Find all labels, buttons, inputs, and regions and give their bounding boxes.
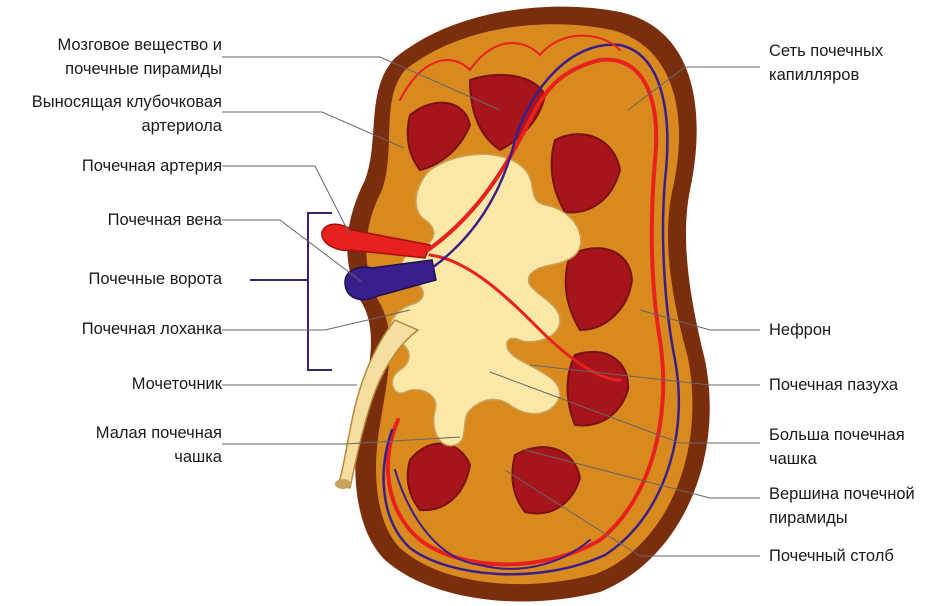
renal-pelvis	[388, 153, 582, 447]
vessel-loops-bottom	[394, 469, 591, 570]
label-minor-calyx: Малая почечная чашка	[95, 424, 222, 466]
label-renal-papilla: Вершина почечной пирамиды	[769, 485, 915, 527]
label-ureter: Мочеточник	[131, 375, 222, 393]
ureter-opening	[335, 479, 351, 489]
leader-lines	[222, 56, 760, 557]
label-nephron: Нефрон	[769, 321, 832, 339]
artery-branch-arc	[385, 57, 666, 567]
leader-medulla	[222, 56, 501, 111]
leader-efferent	[222, 111, 405, 149]
leader-pelvis	[222, 309, 411, 331]
label-renal-sinus: Почечная пазуха	[769, 376, 899, 394]
leader-artery	[222, 165, 351, 236]
leader-papilla	[524, 449, 760, 499]
leader-minor-calyx	[222, 436, 461, 445]
label-renal-hilum: Почечные ворота	[88, 270, 222, 288]
artery-branch-inner	[428, 253, 622, 382]
leader-sinus	[529, 364, 760, 386]
pyramid-right-middle	[564, 247, 634, 332]
pyramid-upper-right	[550, 133, 622, 214]
label-major-calyx: Больша почечная чашка	[769, 426, 905, 468]
leader-nephron	[639, 309, 760, 331]
vessel-loops-top	[399, 34, 621, 101]
label-renal-artery: Почечная артерия	[81, 157, 222, 175]
label-renal-vein: Почечная вена	[107, 211, 222, 229]
hilum-bracket	[250, 212, 332, 371]
pyramid-upper-left	[406, 101, 472, 172]
renal-vein	[344, 259, 437, 301]
label-medulla: Мозговое вещество и почечные пирамиды	[57, 36, 222, 78]
leader-column	[504, 469, 760, 557]
leader-vein	[222, 219, 363, 283]
label-efferent-arteriole: Выносящая клубочковая артериола	[31, 93, 222, 135]
label-renal-pelvis: Почечная лоханка	[81, 320, 222, 338]
vein-branch-arc	[382, 43, 681, 576]
pyramid-bottom-right	[511, 446, 582, 515]
renal-capillary-network	[382, 34, 681, 576]
ureter	[336, 319, 420, 489]
label-capillary-network: Сеть почечных капилляров	[769, 42, 884, 84]
label-renal-column: Почечный столб	[769, 547, 894, 565]
leader-major-calyx	[489, 371, 760, 444]
leader-capillaries	[627, 66, 760, 111]
pyramid-bottom-left	[406, 442, 472, 512]
